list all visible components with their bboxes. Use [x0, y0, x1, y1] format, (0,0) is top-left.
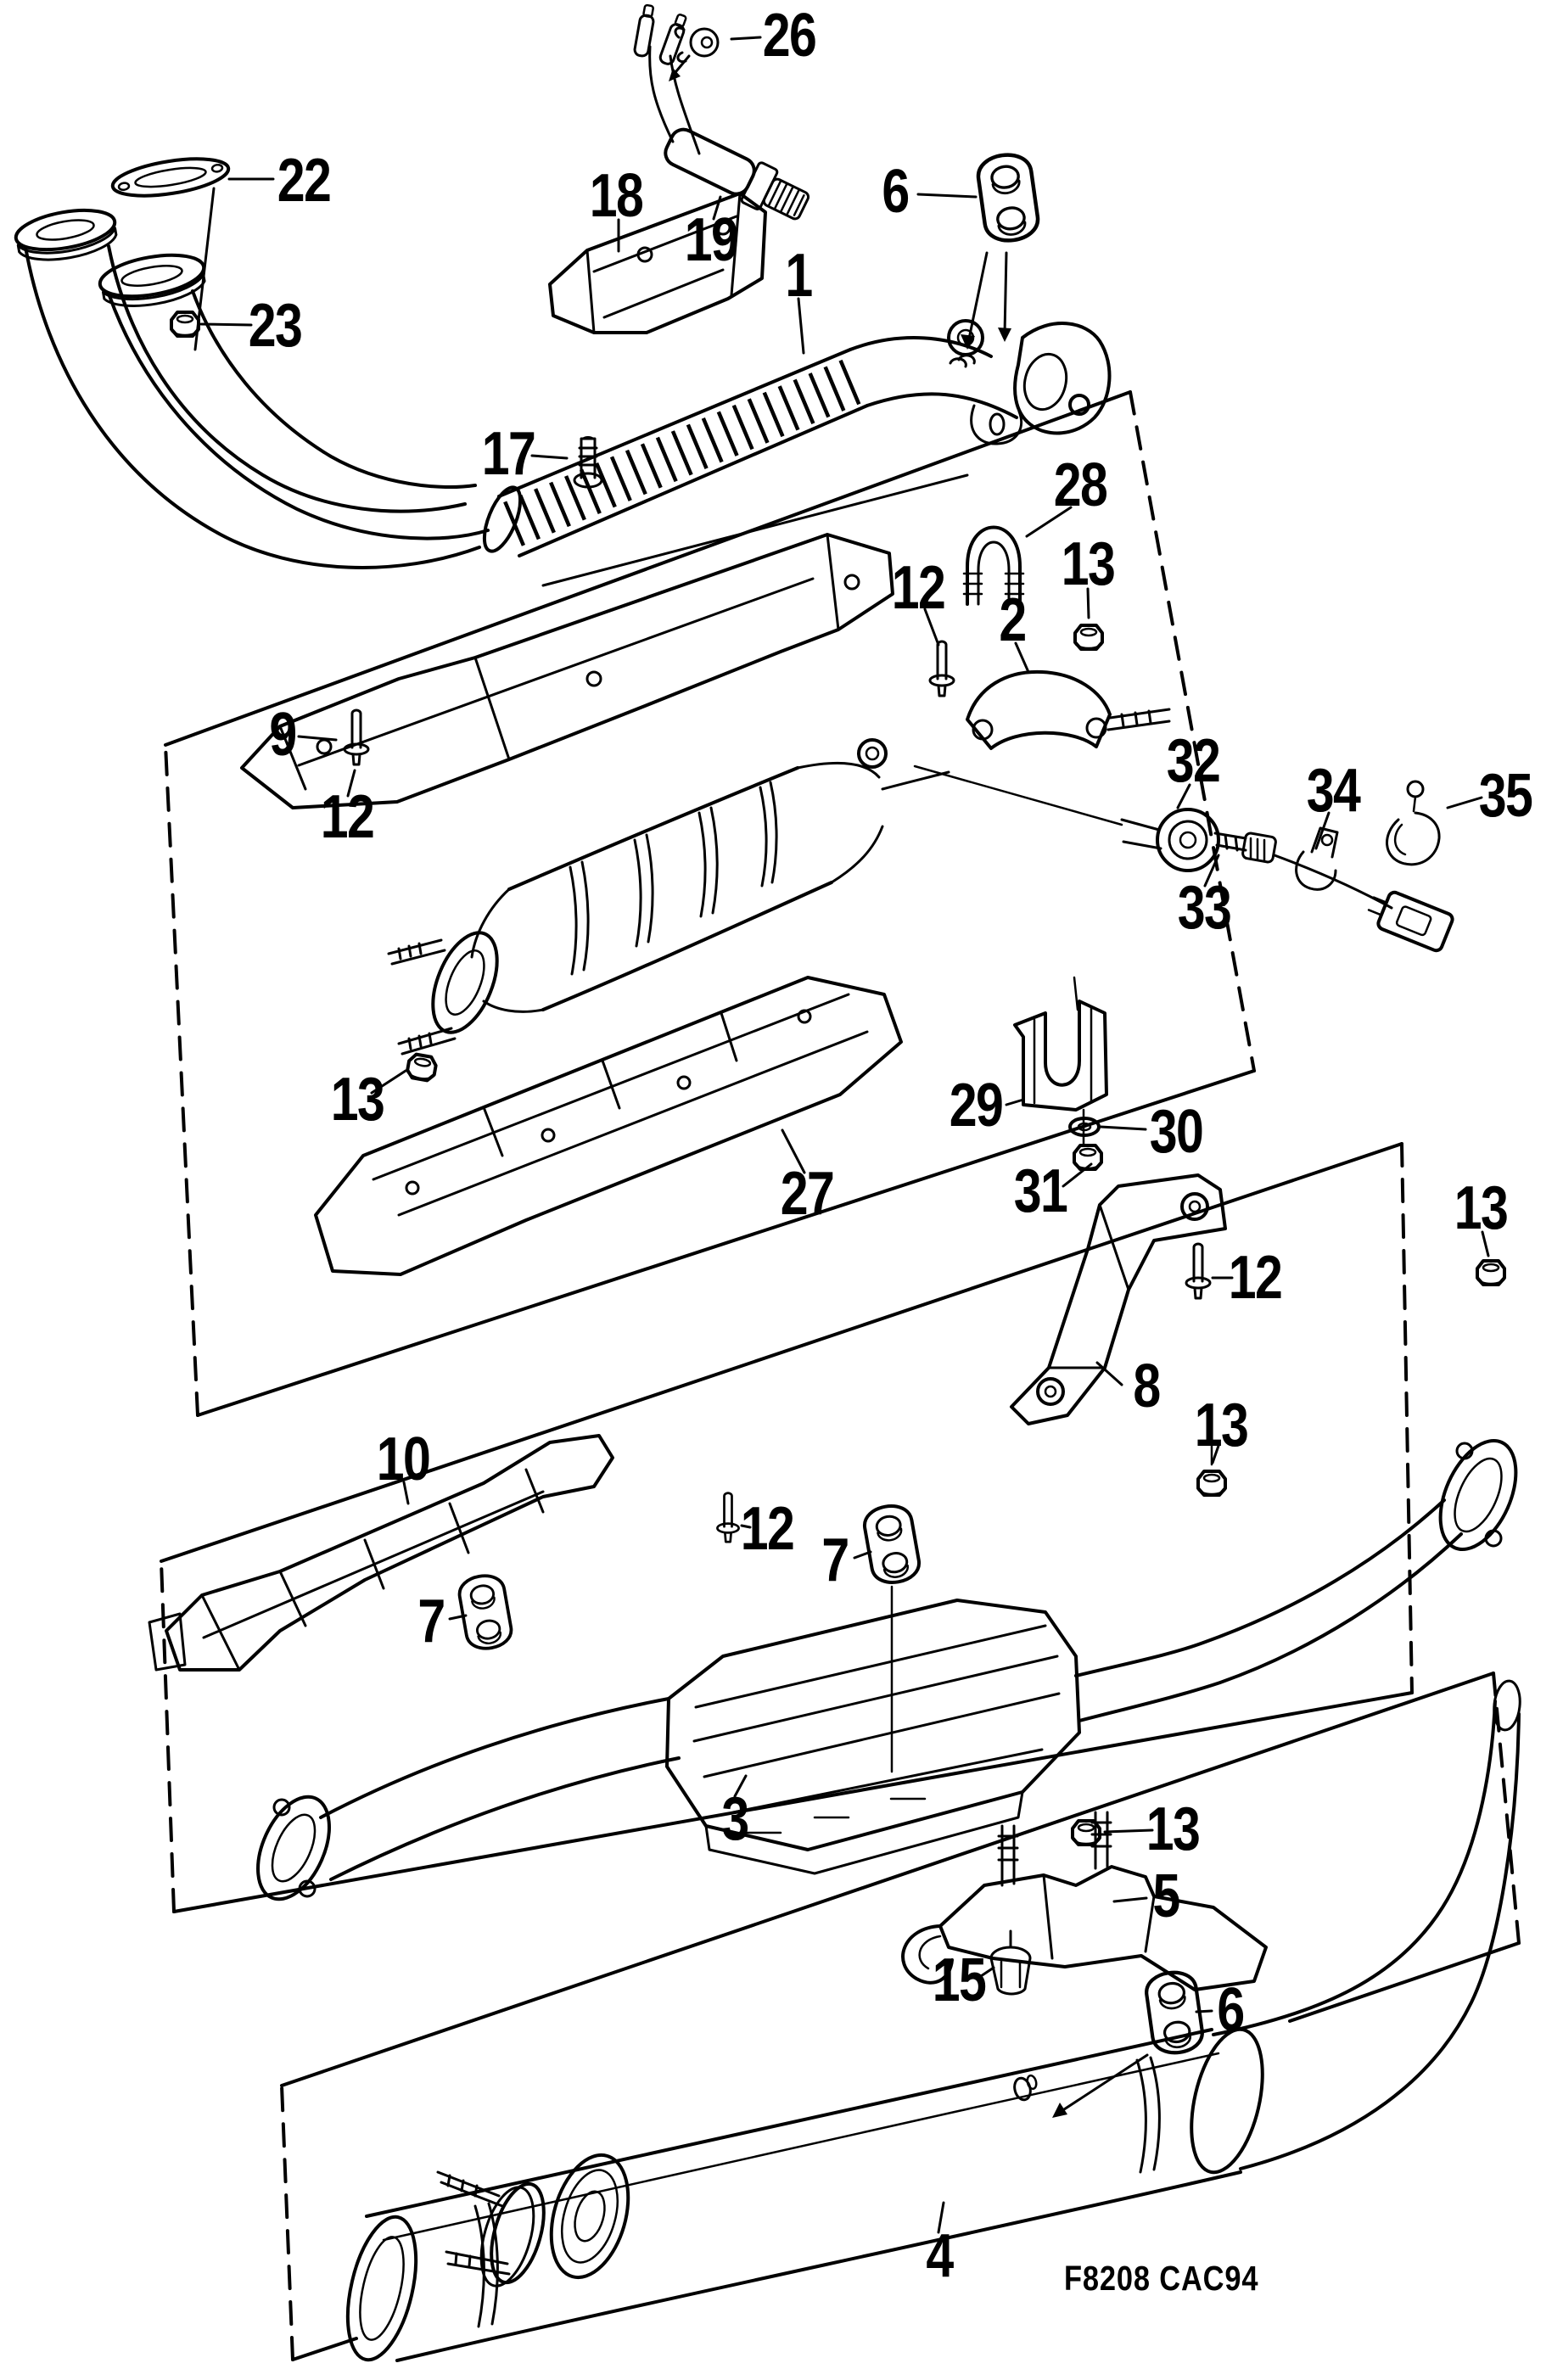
- oxygen-sensor-19: [633, 3, 810, 221]
- rear-muffler-4: [345, 1679, 1521, 2362]
- hanger-6-bottom: [1013, 1969, 1205, 2118]
- part-label-6a: 6: [882, 158, 910, 226]
- part-label-22: 22: [277, 147, 332, 215]
- part-label-13e: 13: [1146, 1795, 1201, 1863]
- part-label-10: 10: [376, 1425, 431, 1493]
- part-label-27: 27: [780, 1160, 835, 1228]
- part-label-2: 2: [999, 586, 1027, 654]
- part-label-18: 18: [589, 162, 644, 230]
- part-label-8: 8: [1133, 1352, 1161, 1420]
- part-label-12d: 12: [740, 1495, 795, 1563]
- part-label-13a: 13: [1061, 530, 1116, 598]
- heat-shield-10: [148, 1434, 741, 1672]
- part-label-12a: 12: [891, 554, 946, 622]
- leader-lines: [193, 36, 1490, 2234]
- part-label-35: 35: [1478, 762, 1533, 830]
- heat-shield-9: [240, 533, 894, 809]
- rear-group-boundary: [280, 1672, 1521, 2361]
- part-label-33: 33: [1177, 874, 1232, 942]
- front-pipe-1: [849, 319, 1112, 445]
- bracket-5-assembly: [901, 1811, 1268, 1996]
- bracket-29-assembly: [1013, 976, 1108, 1171]
- part-label-31: 31: [1013, 1157, 1068, 1225]
- part-label-32: 32: [1166, 727, 1221, 795]
- part-label-13b: 13: [330, 1066, 385, 1134]
- nut-23-icon: [170, 311, 200, 338]
- part-label-17: 17: [481, 420, 536, 488]
- rivet-12-icon-right: [1185, 1242, 1212, 1300]
- temp-sensor-assembly: [913, 764, 1454, 953]
- middle-pipe-and-muffler-3: [256, 1259, 1518, 1901]
- nut-13-icon-cat: [404, 1051, 440, 1084]
- hanger-7-icon-right: [860, 1500, 924, 1588]
- part-label-4: 4: [926, 2222, 954, 2290]
- screw-12-icon-top: [928, 640, 955, 697]
- part-label-30: 30: [1149, 1098, 1204, 1166]
- clip-26: [674, 26, 720, 64]
- part-label-34: 34: [1306, 757, 1361, 825]
- part-label-7b: 7: [821, 1526, 849, 1594]
- part-label-9: 9: [269, 701, 297, 769]
- part-label-29: 29: [949, 1072, 1004, 1140]
- part-label-12c: 12: [1228, 1244, 1283, 1312]
- gasket-22: [110, 157, 231, 198]
- part-label-15: 15: [932, 1946, 987, 2014]
- catalytic-converter: [387, 738, 950, 1084]
- figure-code-text: F8208 CAC94: [1064, 2259, 1259, 2298]
- nut-13-icon-bracket8: [1196, 1470, 1227, 1497]
- part-label-3: 3: [721, 1785, 749, 1853]
- part-label-1: 1: [785, 242, 813, 310]
- part-label-13d: 13: [1454, 1174, 1509, 1242]
- hanger-7-icon-left: [455, 1571, 516, 1654]
- part-label-12b: 12: [320, 783, 375, 851]
- downpipes-and-flanges: [14, 157, 523, 569]
- ubolt-clamp-joint: [928, 525, 1171, 750]
- nut-13-icon-top: [1073, 624, 1104, 651]
- bracket-8-assembly: [1010, 1173, 1227, 1497]
- hanger-6-top: [961, 152, 1040, 350]
- part-label-26: 26: [762, 2, 817, 70]
- nut-13-icon-rearflange: [1476, 1259, 1506, 1286]
- part-label-13c: 13: [1194, 1392, 1249, 1459]
- bolt-17-icon: [573, 436, 603, 489]
- figure-code: F8208 CAC94: [1064, 2259, 1258, 2299]
- heat-shield-18: [548, 192, 767, 489]
- heat-shield-27: [314, 976, 903, 1276]
- part-label-6b: 6: [1217, 1976, 1245, 2044]
- screw-12-icon-left: [343, 708, 370, 766]
- screw-12-icon-mid: [715, 1491, 741, 1543]
- part-label-19: 19: [684, 206, 739, 274]
- part-label-28: 28: [1053, 451, 1108, 519]
- hangers-7: [455, 1500, 924, 1773]
- part-label-23: 23: [248, 292, 303, 360]
- flex-pipe-section: [497, 348, 869, 557]
- buffer-15-icon: [989, 1929, 1032, 1996]
- part-label-5: 5: [1152, 1862, 1180, 1930]
- part-label-7a: 7: [417, 1588, 445, 1655]
